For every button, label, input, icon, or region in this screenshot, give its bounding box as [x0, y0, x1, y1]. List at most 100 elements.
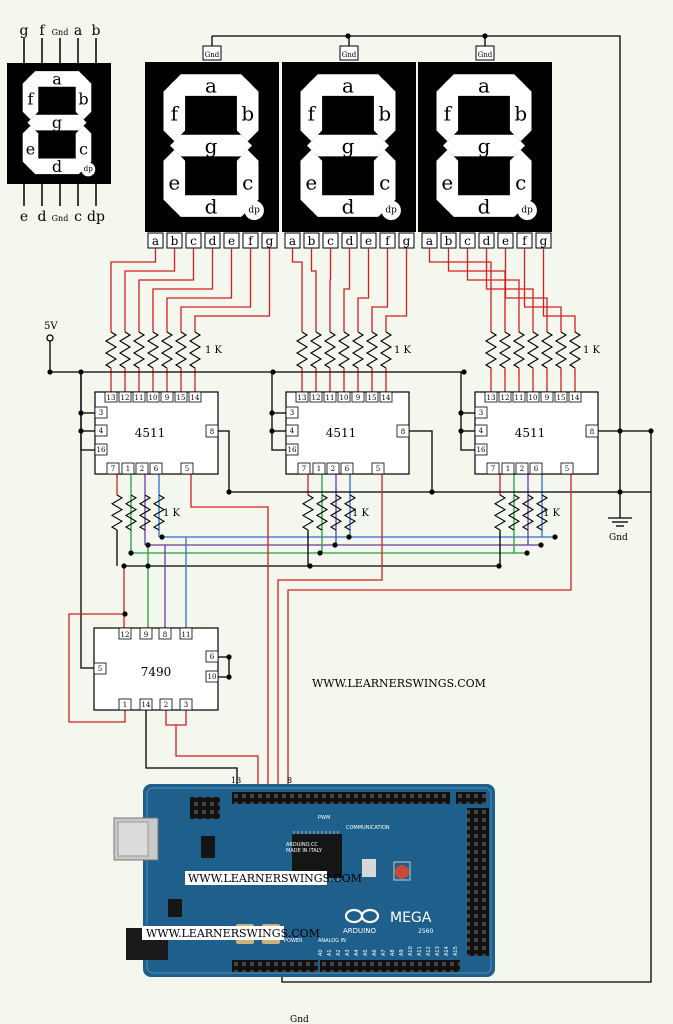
display-pin-label: d	[346, 234, 354, 248]
decoder-top-pin	[146, 391, 160, 403]
segment-wire	[124, 248, 176, 332]
decoder-top-pin-label: 14	[191, 394, 200, 402]
decoder-bottom-pin-label: 7	[302, 465, 306, 473]
counter-top-pin-label: 8	[163, 631, 167, 639]
display-1-segment-b	[236, 80, 259, 142]
decoder-bottom-pin	[340, 462, 354, 475]
junction-dot	[648, 428, 654, 434]
counter-top-pin-label: 12	[121, 631, 130, 639]
legend-segment-b	[75, 75, 92, 120]
junction-dot	[461, 369, 467, 375]
resistor	[540, 331, 554, 369]
decoder-left-pin	[285, 406, 299, 419]
junction-dot	[617, 489, 623, 495]
counter-top-pin-label: 9	[144, 631, 148, 639]
resistor	[484, 331, 498, 369]
decoder-top-pin	[309, 391, 323, 403]
display-gnd-label: Gnd	[342, 51, 357, 59]
analog-pin-label: A6	[372, 949, 378, 956]
junction-dot	[269, 410, 275, 416]
junction-dot	[346, 534, 352, 540]
counter-right-pin	[205, 670, 219, 683]
display-pin-label: a	[152, 234, 159, 248]
decoder-top-pin	[484, 391, 498, 403]
counter-top-pin-label: 11	[182, 631, 191, 639]
supply-5v: 5V	[44, 321, 58, 342]
resistor	[351, 331, 365, 369]
clock-wire	[145, 710, 238, 790]
legend-segment-label-b: b	[78, 90, 88, 109]
display-pin-label: c	[464, 234, 471, 248]
board-analog-in: ANALOG IN	[318, 938, 346, 944]
decoder-top-pin	[323, 391, 337, 403]
decoder-left-pin-label: 3	[290, 409, 294, 417]
supply-label: 5V	[44, 321, 58, 332]
counter-bottom-pin-label: 2	[164, 701, 168, 709]
decoder-top-pin	[351, 391, 365, 403]
decoder-bottom-pin	[560, 462, 574, 475]
counter-right-pin-label: 10	[208, 673, 217, 681]
legend-top-pin-label: g	[20, 23, 29, 39]
decoder-bottom-pin-label: 1	[317, 465, 321, 473]
junction-dot	[78, 369, 84, 375]
decoder-top-pin-label: 15	[177, 394, 186, 402]
legend-segment-d	[27, 158, 87, 175]
board-site: ARDUINO.CC	[286, 842, 318, 848]
display-2-segment-a	[307, 74, 389, 96]
junction-dot	[317, 550, 323, 556]
arduino-gnd-label: Gnd	[290, 1015, 309, 1024]
arduino-pin-8-label: 8	[287, 776, 292, 785]
display-3-segment-label-b: b	[514, 102, 527, 126]
analog-pin-label: A5	[363, 949, 369, 956]
display-2-segment-label-g: g	[342, 134, 355, 158]
display-pin-label: e	[365, 234, 372, 248]
legend-top-pin-label: a	[74, 23, 82, 39]
decoder-top-pin-label: 11	[515, 394, 524, 402]
resistor	[152, 494, 166, 531]
legend-bottom-pin-label: c	[74, 209, 82, 225]
legend-segment-g	[27, 114, 87, 131]
segment-wire	[329, 248, 332, 332]
segment-wire	[152, 248, 214, 332]
display-3-segment-b	[509, 80, 532, 142]
resistor	[124, 494, 138, 531]
legend-dp-label: dp	[84, 164, 94, 173]
decoder-top-pin	[365, 391, 379, 403]
legend-dp-dot	[81, 162, 96, 177]
display-3-segment-c	[509, 149, 532, 211]
board-brand: ARDUINO	[343, 927, 376, 935]
board-power: POWER	[284, 938, 303, 944]
counter-top-pin	[179, 627, 193, 640]
decoder-bottom-pin	[297, 462, 311, 475]
decoder-top-pin-label: 12	[121, 394, 130, 402]
legend-segment-e	[22, 125, 39, 170]
counter-wire	[68, 613, 126, 723]
decoder-left-pin	[94, 424, 108, 437]
resistor-value-4: 1 K	[163, 508, 181, 519]
segment-wire	[194, 248, 271, 332]
resistor-value-5: 1 K	[352, 508, 370, 519]
display-pin-label: d	[483, 234, 491, 248]
resistor	[507, 494, 521, 531]
legend-bottom-pin-label: e	[20, 209, 28, 225]
resistor	[188, 331, 202, 369]
resistor	[493, 494, 507, 531]
decoder-bottom-pin	[121, 462, 135, 475]
watermark-text: WWW.LEARNERSWINGS.COM	[312, 677, 486, 690]
legend-bottom-pin-label: d	[38, 209, 47, 225]
resistor	[512, 331, 526, 369]
counter-name: 7490	[141, 665, 172, 679]
decoder-top-pin	[160, 391, 174, 403]
decoder-right-pin	[396, 424, 410, 438]
display-2-segment-label-c: c	[379, 171, 390, 195]
display-1-segment-label-a: a	[205, 73, 217, 97]
resistor	[365, 331, 379, 369]
decoder-top-pin-label: 12	[312, 394, 321, 402]
junction-dot	[78, 428, 84, 434]
decoder-left-pin	[474, 424, 488, 437]
resistor	[132, 331, 146, 369]
